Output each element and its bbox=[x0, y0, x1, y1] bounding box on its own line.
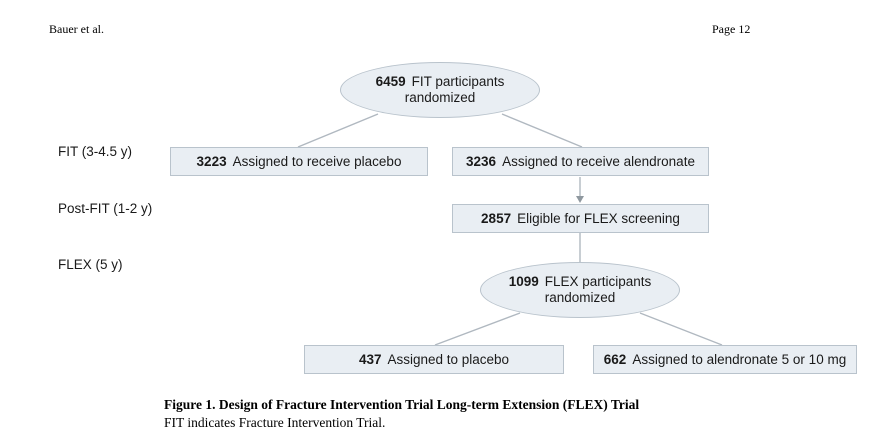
node-alendronate-count: 3236 bbox=[466, 154, 497, 169]
node-eligible: 2857 Eligible for FLEX screening bbox=[452, 204, 709, 233]
connector-fit-to-placebo bbox=[297, 113, 379, 148]
node-fit-randomized: 6459 FIT participants randomized bbox=[340, 62, 540, 118]
node-flex-randomized-line1: FLEX participants bbox=[544, 274, 652, 289]
connector-flex-to-placebo bbox=[434, 312, 521, 346]
node-fit-randomized-count: 6459 bbox=[375, 74, 406, 89]
node-placebo: 3223 Assigned to receive placebo bbox=[170, 147, 428, 176]
node-flex-alendronate-label: Assigned to alendronate 5 or 10 mg bbox=[632, 352, 847, 367]
connector-fit-to-alendronate bbox=[501, 113, 583, 148]
figure-caption: Figure 1. Design of Fracture Interventio… bbox=[164, 396, 639, 432]
node-fit-randomized-line1: FIT participants bbox=[411, 74, 505, 89]
node-placebo-label: Assigned to receive placebo bbox=[232, 154, 402, 169]
node-alendronate-label: Assigned to receive alendronate bbox=[502, 154, 695, 169]
figure-caption-text: FIT indicates Fracture Intervention Tria… bbox=[164, 415, 386, 430]
node-flex-randomized-count: 1099 bbox=[508, 274, 539, 289]
node-flex-placebo: 437 Assigned to placebo bbox=[304, 345, 564, 374]
node-flex-alendronate: 662 Assigned to alendronate 5 or 10 mg bbox=[593, 345, 857, 374]
node-eligible-count: 2857 bbox=[481, 211, 512, 226]
figure-caption-title: Figure 1. Design of Fracture Interventio… bbox=[164, 397, 640, 412]
stage-label-post-fit: Post-FIT (1-2 y) bbox=[58, 201, 153, 216]
running-header-author: Bauer et al. bbox=[49, 22, 104, 36]
arrowhead-eligible bbox=[576, 196, 584, 203]
node-alendronate: 3236 Assigned to receive alendronate bbox=[452, 147, 709, 176]
node-eligible-label: Eligible for FLEX screening bbox=[517, 211, 680, 226]
node-flex-alendronate-count: 662 bbox=[603, 352, 627, 367]
node-flex-randomized: 1099 FLEX participants randomized bbox=[480, 262, 680, 318]
node-flex-placebo-count: 437 bbox=[358, 352, 382, 367]
running-header-page: Page 12 bbox=[712, 22, 751, 36]
stage-label-fit: FIT (3-4.5 y) bbox=[58, 144, 133, 159]
node-fit-randomized-line2: randomized bbox=[404, 90, 476, 105]
node-flex-randomized-line2: randomized bbox=[544, 290, 616, 305]
connector-flex-to-alendronate bbox=[639, 312, 723, 346]
node-placebo-count: 3223 bbox=[196, 154, 227, 169]
node-flex-placebo-label: Assigned to placebo bbox=[387, 352, 510, 367]
stage-label-flex: FLEX (5 y) bbox=[58, 257, 123, 272]
